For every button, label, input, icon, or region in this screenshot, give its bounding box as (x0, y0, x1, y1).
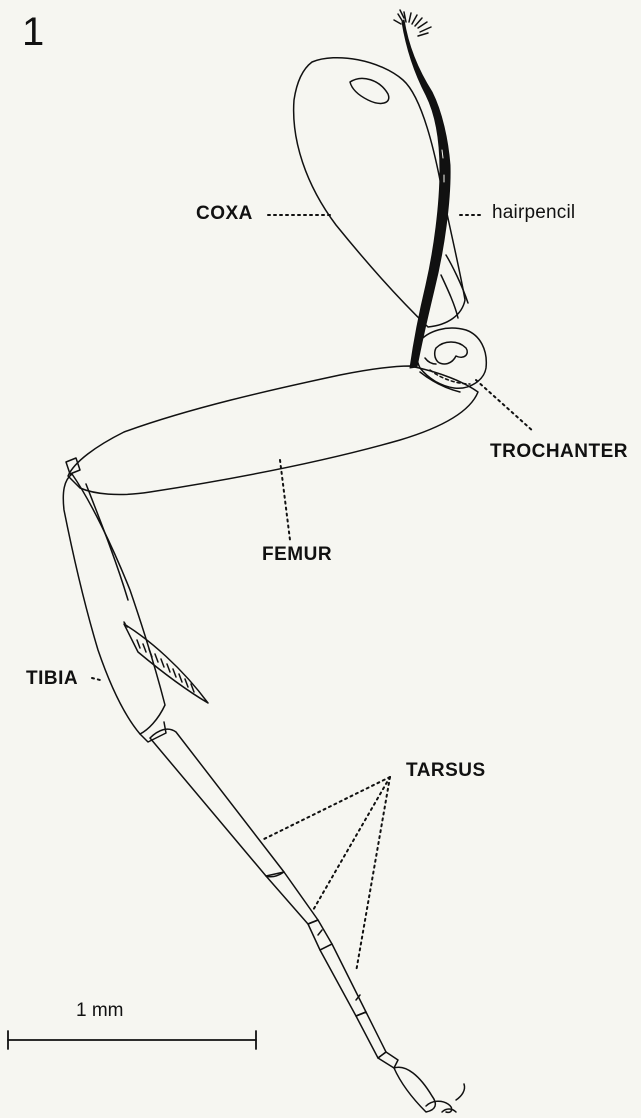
label-coxa: COXA (196, 203, 253, 225)
label-tarsus: TARSUS (406, 760, 486, 782)
scale-bar-line (8, 1031, 256, 1049)
label-trochanter: TROCHANTER (490, 441, 628, 463)
tibial-spur (124, 622, 208, 703)
tarsus-outline (150, 729, 465, 1112)
scale-bar-label: 1 mm (76, 1000, 124, 1022)
femur-outline (68, 366, 478, 495)
label-tibia: TIBIA (26, 668, 78, 690)
tibia-outline (63, 458, 166, 742)
leader-lines (92, 215, 534, 972)
label-femur: FEMUR (262, 544, 332, 566)
figure-number: 1 (22, 10, 44, 55)
label-hairpencil: hairpencil (492, 202, 575, 224)
hairpencil-shape (394, 10, 450, 368)
